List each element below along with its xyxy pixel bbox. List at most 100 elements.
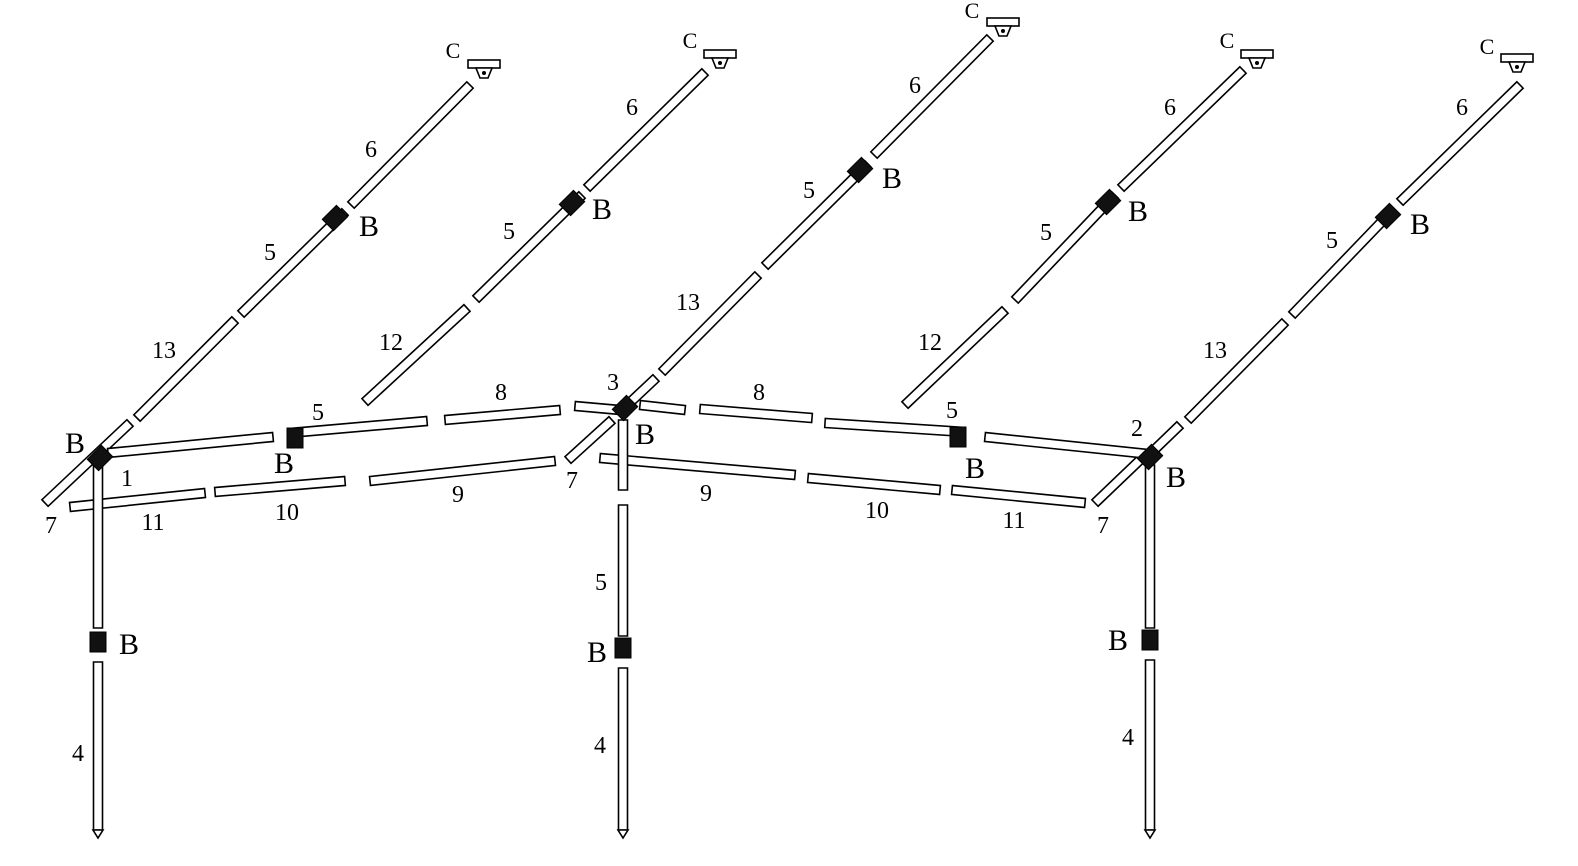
part-label-C: C <box>683 28 698 53</box>
part-label-B: B <box>635 418 655 451</box>
pole-segment <box>598 452 797 481</box>
connector-joint <box>949 426 967 448</box>
pole-segment <box>1287 205 1398 320</box>
pole-segment <box>92 461 104 629</box>
pole-segment <box>132 315 240 423</box>
pole-segment <box>1116 65 1248 193</box>
part-label-hub: 2 <box>1131 416 1143 442</box>
pole-segment <box>823 417 967 438</box>
pole-segment <box>983 431 1150 460</box>
pole-segment <box>1090 455 1145 508</box>
pole-segment <box>698 403 814 424</box>
part-label-six: 6 <box>626 95 638 121</box>
wall-bracket-icon <box>703 49 737 69</box>
part-label-five: 5 <box>264 240 276 266</box>
brackets <box>467 17 1534 79</box>
part-label-four: 4 <box>594 733 606 759</box>
part-label-B: B <box>1166 461 1186 494</box>
pole-segment <box>443 404 562 426</box>
connector-joint <box>86 444 114 472</box>
part-label-B: B <box>274 447 294 480</box>
part-label-six: 6 <box>909 73 921 99</box>
pole-segment <box>68 487 207 513</box>
part-label-six: 6 <box>1456 95 1468 121</box>
part-label-eight: 8 <box>495 380 507 406</box>
pole-segment <box>1183 317 1290 425</box>
ground-spike <box>1143 829 1157 840</box>
connector-joint <box>846 156 874 184</box>
part-label-five: 5 <box>946 398 958 424</box>
connector-joint <box>89 631 107 653</box>
part-label-thirteen: 13 <box>1203 338 1227 364</box>
part-label-B: B <box>359 210 379 243</box>
part-label-five: 5 <box>803 178 815 204</box>
pole-segment <box>368 455 557 487</box>
part-label-six: 6 <box>1164 95 1176 121</box>
pole-segment <box>1395 80 1525 207</box>
joints <box>86 156 1402 659</box>
pole-segment <box>657 270 763 377</box>
part-label-thirteen: 13 <box>676 290 700 316</box>
wall-bracket-icon <box>1240 49 1274 69</box>
pole-segment <box>471 190 587 304</box>
pole-segment <box>1144 659 1156 831</box>
pole-segment <box>1144 464 1156 629</box>
part-label-B: B <box>1128 195 1148 228</box>
part-label-eleven: 11 <box>1002 508 1025 534</box>
connector-joint <box>558 189 586 217</box>
part-label-nine: 9 <box>452 482 464 508</box>
pole-segment <box>236 207 350 319</box>
part-label-five: 5 <box>1040 220 1052 246</box>
wall-bracket-icon <box>467 59 501 79</box>
part-label-C: C <box>1220 28 1235 53</box>
part-label-B: B <box>592 193 612 226</box>
pole-segment <box>617 419 629 491</box>
pole-segment <box>582 67 710 193</box>
part-label-hub: 1 <box>121 466 133 492</box>
part-label-C: C <box>446 38 461 63</box>
part-label-seven: 7 <box>566 468 578 494</box>
pole-segment <box>869 33 995 160</box>
pole-segment <box>617 504 629 637</box>
part-label-B: B <box>587 636 607 669</box>
wall-bracket-icon <box>986 17 1020 37</box>
connector-joint <box>1141 629 1159 651</box>
connector-joint <box>1374 202 1402 230</box>
part-label-six: 6 <box>365 137 377 163</box>
part-label-B: B <box>1108 624 1128 657</box>
part-label-B: B <box>965 452 985 485</box>
pole-segment <box>950 484 1087 509</box>
part-label-twelve: 12 <box>379 330 403 356</box>
part-label-twelve: 12 <box>918 330 942 356</box>
part-label-five: 5 <box>1326 228 1338 254</box>
pole-segment <box>900 305 1010 410</box>
part-label-nine: 9 <box>700 481 712 507</box>
pole-segment <box>346 80 475 210</box>
connector-joint <box>614 637 632 659</box>
part-label-B: B <box>119 628 139 661</box>
pole-segment <box>288 415 429 439</box>
pole-segment <box>213 475 347 498</box>
ground-spike <box>616 829 630 840</box>
ground-spike <box>91 829 105 840</box>
connector-joint <box>321 204 349 232</box>
part-label-thirteen: 13 <box>152 338 176 364</box>
connector-joint <box>1136 443 1164 471</box>
pole-segment <box>806 472 942 496</box>
pole-segment <box>563 415 617 465</box>
pole-segment <box>617 667 629 831</box>
part-label-C: C <box>965 0 980 23</box>
poles <box>40 33 1525 840</box>
part-label-ten: 10 <box>275 500 299 526</box>
part-label-four: 4 <box>72 741 84 767</box>
part-label-ten: 10 <box>865 498 889 524</box>
part-label-five: 5 <box>595 570 607 596</box>
part-label-five: 5 <box>312 400 324 426</box>
part-label-seven: 7 <box>1097 513 1109 539</box>
pole-segment <box>106 431 275 459</box>
part-label-five: 5 <box>503 219 515 245</box>
part-label-eight: 8 <box>753 380 765 406</box>
part-label-B: B <box>882 162 902 195</box>
